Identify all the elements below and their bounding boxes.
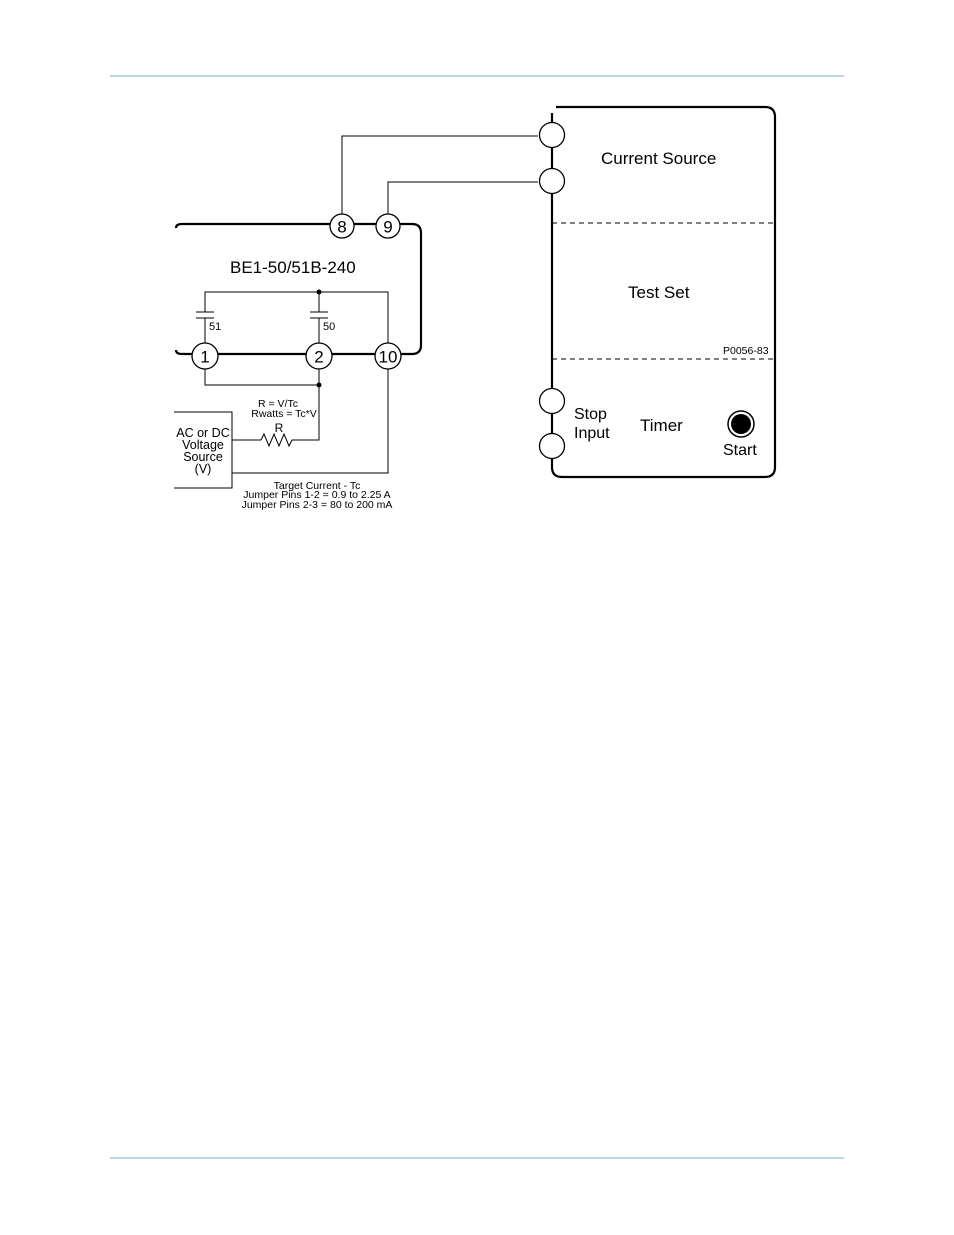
terminal-10 — [374, 342, 402, 370]
wire-pin10-source — [232, 369, 389, 474]
start-label: Start — [723, 442, 757, 459]
stop-input-label-line1: Stop — [574, 406, 607, 423]
pin-1-label: 1 — [200, 348, 209, 367]
relay-box — [174, 222, 423, 356]
relay-title: BE1-50/51B-240 — [230, 258, 356, 277]
test-set-label: Test Set — [628, 283, 690, 302]
source-label-line1: AC or DC — [176, 426, 229, 440]
voltage-source-box — [174, 411, 233, 489]
note-line1: Target Current - Tc — [274, 480, 361, 492]
source-label-line2: Voltage — [182, 438, 224, 452]
figure-id: P0056-83 — [723, 345, 769, 357]
resistor-symbol — [260, 432, 295, 448]
terminal-1 — [191, 342, 219, 370]
pin-2-label: 2 — [314, 348, 323, 367]
resistor-label: R — [275, 421, 284, 435]
wire-contact-top-bus — [204, 291, 389, 344]
wire-jumper-1-2 — [204, 369, 319, 386]
junction-dot — [316, 289, 322, 295]
contact-50-label: 50 — [323, 321, 335, 333]
junction-dot-2 — [316, 382, 322, 388]
source-label-line4: (V) — [195, 462, 212, 476]
wire-pin2-resistor — [295, 369, 320, 441]
terminal-9 — [375, 213, 401, 239]
note-line2: Jumper Pins 1-2 = 0.9 to 2.25 A — [243, 489, 390, 501]
terminal-2 — [305, 342, 333, 370]
stop-input-terminal-2 — [538, 432, 566, 460]
timer-label: Timer — [640, 416, 683, 435]
start-button-face — [731, 414, 751, 434]
note-line3: Jumper Pins 2-3 = 80 to 200 mA — [242, 499, 393, 511]
pin-9-label: 9 — [383, 218, 392, 237]
resistor-equation-2: Rwatts = Tc*V — [251, 408, 316, 420]
pin-8-label: 8 — [337, 218, 346, 237]
wire-pin9-current-source — [387, 181, 538, 224]
test-set-box — [550, 105, 777, 479]
current-source-terminal-1 — [538, 121, 566, 149]
resistor-equation-1: R = V/Tc — [258, 398, 298, 410]
stop-input-label-line2: Input — [574, 425, 610, 442]
terminal-8 — [329, 213, 355, 239]
current-source-terminal-2 — [538, 167, 566, 195]
wire-pin8-current-source — [341, 135, 538, 224]
contact-51-label: 51 — [209, 321, 221, 333]
pin-10-label: 10 — [379, 348, 398, 367]
stop-input-terminal-1 — [538, 387, 566, 415]
source-label-line3: Source — [183, 450, 223, 464]
current-source-label: Current Source — [601, 149, 716, 168]
